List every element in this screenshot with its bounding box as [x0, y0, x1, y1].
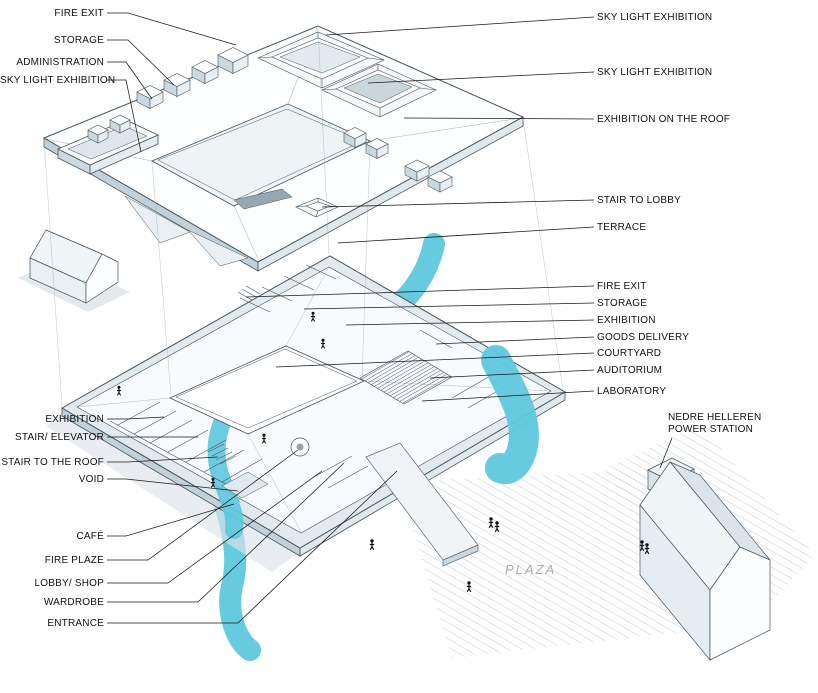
label-exhibition-right: EXHIBITION	[597, 315, 656, 326]
label-wardrobe: WARDROBE	[43, 597, 104, 608]
ground-floor-plate	[61, 255, 566, 557]
leader-storage-floor	[303, 302, 595, 310]
label-fire-plaze: FIRE PLAZE	[44, 555, 104, 566]
label-plaza: PLAZA	[505, 562, 557, 577]
leader-lines	[107, 12, 673, 624]
leader-courtyard	[275, 352, 595, 368]
leader-fire-plaze	[107, 449, 299, 561]
entrance-bridge	[365, 442, 479, 567]
label-stair-to-lobby: STAIR TO LOBBY	[597, 195, 681, 206]
leader-lobby-shop	[107, 470, 323, 584]
label-goods-delivery: GOODS DELIVERY	[597, 332, 690, 343]
label-auditorium: AUDITORIUM	[597, 365, 663, 376]
roof-pyramid-skylight	[295, 197, 339, 218]
label-skylight-right-1: SKY LIGHT EXHIBITION	[597, 12, 713, 23]
label-fire-exit-roof: FIRE EXIT	[54, 8, 104, 19]
label-terrace: TERRACE	[597, 222, 647, 233]
leader-exhibition-roof	[403, 117, 595, 120]
label-stair-to-roof: STAIR TO THE ROOF	[1, 457, 104, 468]
small-house	[18, 229, 130, 312]
leader-fire-exit-floor	[245, 285, 595, 298]
river-power-station	[481, 345, 539, 485]
label-stair-elevator: STAIR/ ELEVATOR	[15, 432, 104, 443]
leader-skylight-right-1	[325, 16, 595, 36]
label-power-station: NEDRE HELLEREN POWER STATION	[668, 412, 761, 436]
leader-storage-roof	[107, 39, 175, 86]
label-power-station-line2: POWER STATION	[668, 424, 754, 435]
label-entrance: ENTRANCE	[47, 618, 104, 629]
label-courtyard: COURTYARD	[597, 348, 662, 359]
stair-to-roof	[207, 443, 237, 465]
leader-stair-to-lobby	[321, 199, 595, 208]
leader-laboratory	[421, 390, 595, 402]
leader-exhibition-right	[345, 319, 595, 326]
power-station-building	[639, 457, 771, 661]
leader-wardrobe	[107, 462, 345, 603]
label-power-station-line1: NEDRE HELLEREN	[668, 412, 762, 423]
label-lobby-shop: LOBBY/ SHOP	[34, 578, 104, 589]
leader-skylight-right-2	[367, 71, 595, 84]
leader-administration	[107, 61, 153, 100]
label-skylight-right-2: SKY LIGHT EXHIBITION	[597, 67, 713, 78]
leader-fire-exit-roof	[107, 12, 237, 46]
leader-stair-to-roof	[107, 456, 219, 463]
leader-cafe	[107, 503, 235, 537]
partitions-top-wing	[237, 264, 337, 313]
label-fire-exit-floor: FIRE EXIT	[597, 281, 647, 292]
leader-skylight-left	[107, 79, 142, 153]
leader-exhibition-left	[107, 416, 165, 420]
skylight-large-2	[321, 63, 437, 118]
label-exhibition-left: EXHIBITION	[45, 414, 104, 425]
leader-power-station	[659, 437, 673, 469]
roof-plate	[42, 25, 525, 272]
skylight-cubes	[87, 47, 453, 193]
terrace-ramps	[124, 195, 249, 267]
skylight-large-1	[257, 31, 385, 89]
label-administration: ADMINISTRATION	[16, 57, 104, 68]
void-opening	[221, 471, 269, 499]
label-void: VOID	[78, 474, 104, 485]
leader-goods-delivery	[435, 336, 595, 345]
leader-void	[107, 478, 239, 492]
leader-entrance	[107, 470, 398, 624]
label-storage-roof: STORAGE	[53, 35, 104, 46]
label-laboratory: LABORATORY	[597, 386, 667, 397]
partitions-left-wing	[109, 401, 263, 495]
label-exhibition-roof: EXHIBITION ON THE ROOF	[597, 114, 731, 125]
leader-terrace	[337, 226, 595, 244]
roof-stair-bar	[233, 188, 293, 210]
explosion-guide-lines	[43, 27, 564, 407]
label-skylight-left: SKY LIGHT EXHIBITION	[0, 75, 116, 86]
skylight-strip	[57, 119, 159, 175]
label-cafe: CAFÉ	[76, 531, 104, 542]
courtyard	[169, 345, 365, 435]
partitions-lobby	[311, 455, 369, 489]
leader-auditorium	[429, 369, 595, 379]
label-storage-floor: STORAGE	[597, 298, 648, 309]
